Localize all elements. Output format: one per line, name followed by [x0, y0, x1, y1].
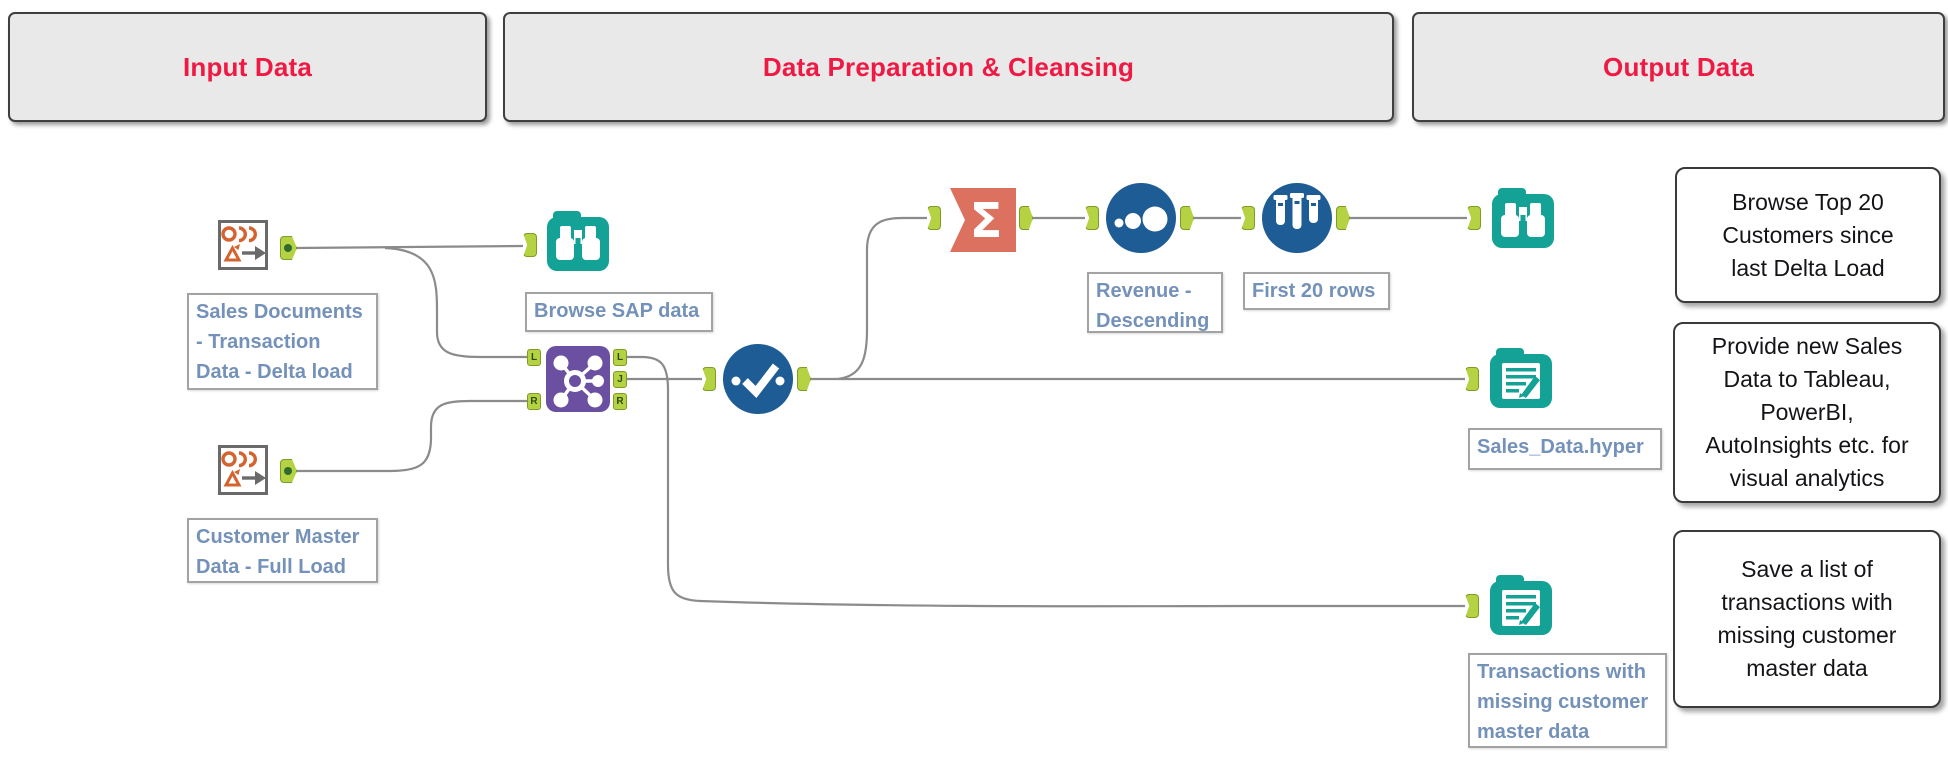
join-network-icon [546, 346, 610, 412]
comment-text: Provide new Sales Data to Tableau, Power… [1705, 333, 1909, 491]
wire-input-customer-to-join-R [296, 399, 527, 473]
checkmark-circle-icon [723, 344, 793, 414]
comment-browse-top20[interactable]: Browse Top 20 Customers since last Delta… [1675, 167, 1941, 303]
comment-text: Browse Top 20 Customers since last Delta… [1722, 188, 1894, 281]
output-anchor[interactable] [1180, 206, 1194, 230]
write-document-icon [1490, 575, 1552, 635]
container-output-data[interactable]: Output Data [1412, 12, 1945, 122]
annotation-browse-sap[interactable]: Browse SAP data [525, 292, 713, 332]
sap-odp-input-icon [218, 220, 268, 270]
annotation-text: Customer Master Data - Full Load [196, 526, 360, 578]
anchor-dot [283, 244, 292, 252]
tool-input-customer[interactable] [218, 445, 268, 495]
tool-output-sales[interactable] [1488, 345, 1554, 411]
anchor-letter: R [530, 396, 538, 407]
annotation-input-customer[interactable]: Customer Master Data - Full Load [187, 518, 378, 583]
output-anchor[interactable] [280, 459, 297, 483]
comment-text: Save a list of transactions with missing… [1717, 556, 1897, 681]
join-output-anchor-left[interactable]: L [613, 349, 627, 366]
join-output-anchor-right[interactable]: R [613, 393, 627, 410]
test-tubes-icon [1262, 183, 1332, 253]
output-anchor[interactable] [1336, 206, 1350, 230]
comment-save-transactions[interactable]: Save a list of transactions with missing… [1673, 530, 1941, 708]
annotation-output-missing[interactable]: Transactions with missing customer maste… [1468, 653, 1667, 748]
annotation-text: First 20 rows [1252, 280, 1376, 302]
output-anchor[interactable] [1019, 206, 1033, 230]
annotation-sort[interactable]: Revenue - Descending [1087, 272, 1223, 333]
wire-input-sales-to-join-L [384, 246, 527, 359]
join-input-anchor-right[interactable]: R [527, 393, 541, 410]
tool-sort[interactable] [1105, 182, 1177, 254]
tool-summarize[interactable]: Σ [948, 186, 1018, 254]
container-data-preparation[interactable]: Data Preparation & Cleansing [503, 12, 1394, 122]
container-title: Input Data [182, 51, 313, 82]
annotation-text: Sales_Data.hyper [1477, 436, 1644, 458]
wire-input-sales-to-browse [295, 244, 524, 250]
wire-join-to-output-missing [627, 355, 1465, 608]
container-title: Data Preparation & Cleansing [762, 51, 1135, 82]
tool-data-cleansing[interactable] [722, 343, 794, 415]
browse-binoculars-icon [1492, 188, 1554, 248]
sap-odp-input-icon [218, 445, 268, 495]
tool-input-sales[interactable] [218, 220, 268, 270]
output-anchor[interactable] [280, 236, 297, 260]
container-title: Output Data [1603, 51, 1754, 82]
annotation-text: Transactions with missing customer maste… [1477, 661, 1649, 743]
wire-cleanse-to-summarize [837, 216, 927, 381]
tool-browse-top20[interactable] [1490, 185, 1556, 251]
sigma-icon: Σ [950, 188, 1016, 252]
annotation-text: Browse SAP data [534, 300, 700, 322]
join-output-anchor-join[interactable]: J [613, 371, 627, 388]
tool-browse-sap[interactable] [545, 208, 611, 274]
browse-binoculars-icon [547, 211, 609, 271]
comment-provide-sales-data[interactable]: Provide new Sales Data to Tableau, Power… [1673, 322, 1941, 503]
sort-dots-icon [1106, 183, 1176, 253]
output-anchor[interactable] [797, 367, 811, 391]
anchor-letter: J [617, 374, 623, 385]
tool-join[interactable] [545, 345, 611, 413]
annotation-text: Revenue - Descending [1096, 280, 1210, 332]
container-input-data[interactable]: Input Data [8, 12, 487, 122]
tool-output-missing[interactable] [1488, 572, 1554, 638]
annotation-input-sales[interactable]: Sales Documents - Transaction Data - Del… [187, 293, 378, 390]
annotation-output-sales[interactable]: Sales_Data.hyper [1468, 428, 1662, 470]
annotation-text: Sales Documents - Transaction Data - Del… [196, 301, 363, 383]
join-input-anchor-left[interactable]: L [527, 349, 541, 366]
svg-text:Σ: Σ [970, 193, 1003, 249]
write-document-icon [1490, 348, 1552, 408]
anchor-dot [283, 467, 292, 475]
anchor-letter: R [616, 396, 624, 407]
tool-sample[interactable] [1261, 182, 1333, 254]
anchor-letter: L [530, 352, 538, 363]
anchor-letter: L [616, 352, 624, 363]
annotation-sample[interactable]: First 20 rows [1243, 272, 1390, 310]
